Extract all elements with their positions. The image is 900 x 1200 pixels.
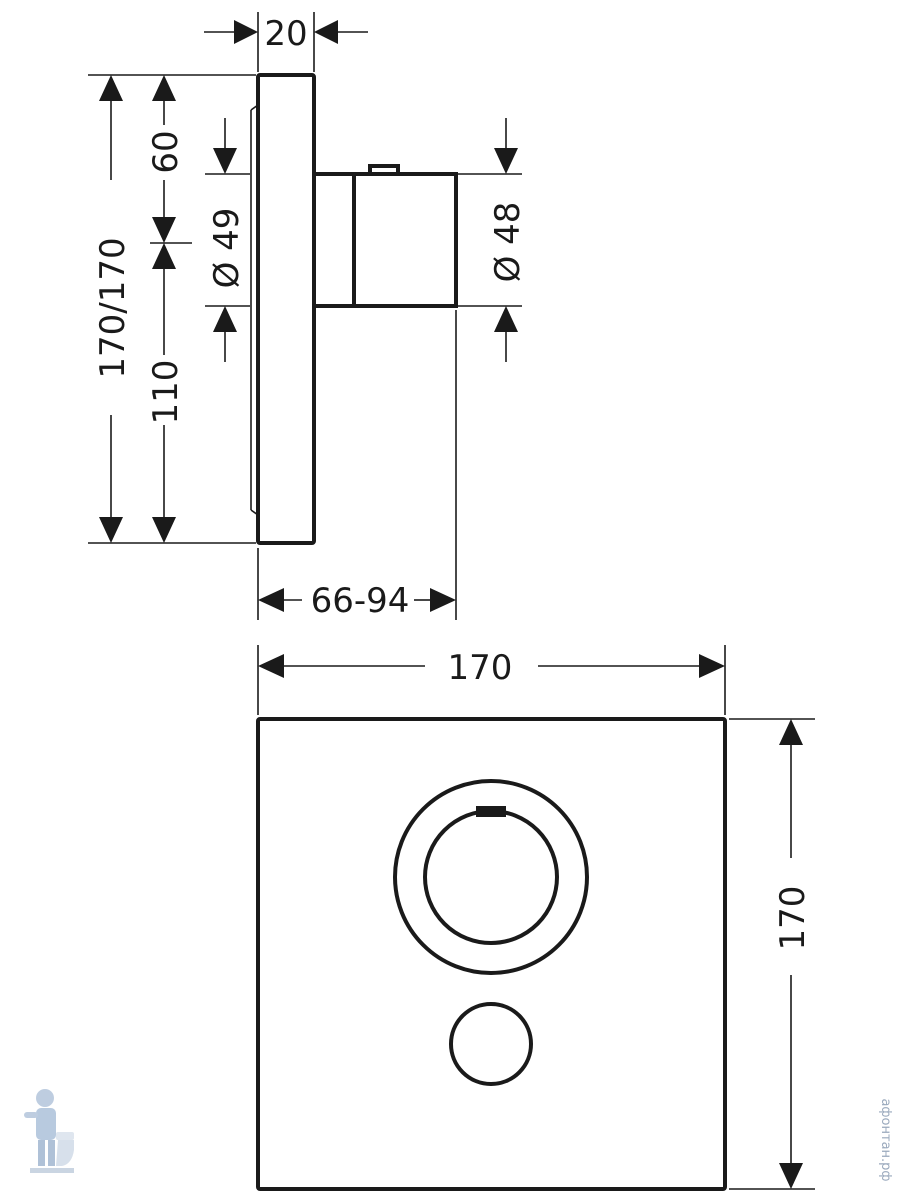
cover-plate-side bbox=[256, 73, 316, 545]
dim-upper-height: 60 bbox=[146, 130, 186, 173]
dim-diameter-48: Ø 48 bbox=[488, 202, 528, 283]
knob-body-side bbox=[312, 172, 356, 308]
cover-plate-front bbox=[256, 717, 727, 1191]
knob-indicator-front bbox=[476, 806, 506, 817]
dim-projection: 66-94 bbox=[311, 581, 410, 621]
knob-outer-ring bbox=[393, 779, 589, 975]
knob-inner-ring bbox=[423, 809, 559, 945]
dim-front-width: 170 bbox=[448, 648, 513, 688]
watermark-text: афонтан.рф bbox=[878, 1098, 893, 1181]
front-view: 170 170 bbox=[256, 645, 815, 1191]
dim-thickness: 20 bbox=[264, 14, 307, 54]
dim-total-height: 170/170 bbox=[93, 237, 133, 378]
dim-diameter-49: Ø 49 bbox=[207, 208, 247, 289]
knob-indicator-side bbox=[368, 164, 400, 176]
dim-lower-height: 110 bbox=[146, 360, 186, 425]
knob-cap-side bbox=[352, 172, 458, 308]
side-view: 20 170/170 60 110 Ø 49 bbox=[88, 12, 528, 621]
dim-front-height: 170 bbox=[773, 886, 813, 951]
button-circle bbox=[449, 1002, 533, 1086]
plumber-mascot-icon bbox=[24, 1089, 74, 1173]
